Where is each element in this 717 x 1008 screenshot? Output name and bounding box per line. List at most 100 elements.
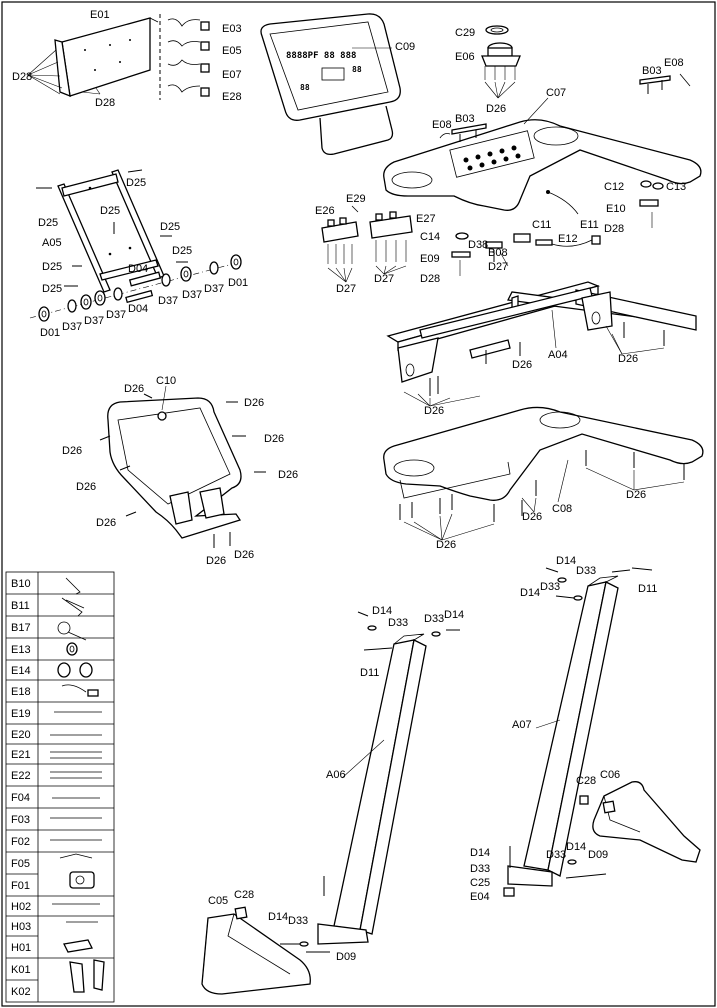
label-d33-a07-c: D33 <box>470 863 490 875</box>
label-c25: C25 <box>470 877 490 889</box>
label-d09-a06: D09 <box>336 951 356 963</box>
label-e27: E27 <box>416 213 436 225</box>
label-d14-a07-a: D14 <box>556 555 576 567</box>
label-d14-a06-b: D14 <box>444 609 464 621</box>
label-d14-a07-d: D14 <box>566 841 586 853</box>
label-d27-mid: D27 <box>488 261 508 273</box>
upper-frame-c07 <box>383 97 702 211</box>
table-row-label: B17 <box>11 622 31 634</box>
label-d26-a04-left: D26 <box>424 405 444 417</box>
label-d14-a07-c: D14 <box>470 847 490 859</box>
label-d33-a07-a: D33 <box>576 565 596 577</box>
button-strip-b03-right <box>639 73 691 94</box>
table-row-label: H01 <box>11 942 31 954</box>
table-row-label: E14 <box>11 665 31 677</box>
label-d37-d: D37 <box>158 295 178 307</box>
label-d26-c10-d: D26 <box>264 433 284 445</box>
washer-icon-e13 <box>66 642 78 656</box>
cable-icon-e18 <box>61 684 99 697</box>
label-c06: C06 <box>600 769 620 781</box>
label-d27-e27: D27 <box>374 273 394 285</box>
cable-icon-e21 <box>50 751 102 759</box>
hex-key-icon-b10 <box>65 577 81 595</box>
label-c13: C13 <box>666 181 686 193</box>
label-c28-c05: C28 <box>234 889 254 901</box>
label-e08-right: E08 <box>664 57 684 69</box>
label-d28-mid: D28 <box>420 273 440 285</box>
label-d25-d: D25 <box>160 221 180 233</box>
fasteners-c12-c13 <box>639 180 664 228</box>
svg-text:8888PF 88 888: 8888PF 88 888 <box>286 51 356 61</box>
label-d25-b: D25 <box>38 217 58 229</box>
label-d26-c08-left: D26 <box>436 539 456 551</box>
display-console-c09: 8888PF 88 888 88 88 <box>260 13 401 156</box>
button-block-e26 <box>321 217 359 283</box>
console-box-e01 <box>27 14 210 100</box>
table-row-label: E22 <box>11 770 31 782</box>
label-d37-e: D37 <box>182 289 202 301</box>
label-e10: E10 <box>606 203 626 215</box>
mid-frame-a04 <box>386 281 697 407</box>
label-d37-c: D37 <box>106 309 126 321</box>
table-row-label: H03 <box>11 921 31 933</box>
label-c09: C09 <box>395 41 415 53</box>
label-d26-a04-right: D26 <box>618 353 638 365</box>
label-e06: E06 <box>455 51 475 63</box>
label-c10: C10 <box>156 375 176 387</box>
label-e05: E05 <box>222 45 242 57</box>
label-d33-a06-b: D33 <box>424 613 444 625</box>
cable-icon-e22 <box>50 771 102 779</box>
label-d26-c10-i: D26 <box>206 555 226 567</box>
label-d26-c10-g: D26 <box>96 517 116 529</box>
label-c08: C08 <box>552 503 572 515</box>
hex-key-icon-b11 <box>61 597 85 617</box>
table-row-label: E13 <box>11 644 31 656</box>
table-row-label: E18 <box>11 686 31 698</box>
label-d26-c10-f: D26 <box>76 481 96 493</box>
accessory-table: B10B11B17E13E14E18E19E20E21E22F04F03F02F… <box>5 571 115 1003</box>
label-d25-f: D25 <box>172 245 192 257</box>
foot-cover-c05 <box>201 906 311 995</box>
label-d26-c10-e: D26 <box>278 469 298 481</box>
table-row-label: K02 <box>11 986 31 998</box>
label-b03-right: B03 <box>642 65 662 77</box>
label-d33-a07-d: D33 <box>546 849 566 861</box>
label-e29: E29 <box>346 193 366 205</box>
label-d26-c08-right: D26 <box>626 489 646 501</box>
label-d11-a07: D11 <box>638 583 657 595</box>
label-a06: A06 <box>326 769 346 781</box>
bracket-icon-h01 <box>63 939 93 953</box>
foot-cover-c06 <box>579 781 701 863</box>
label-d14-a06-a: D14 <box>372 605 392 617</box>
table-row-label: F04 <box>11 792 30 804</box>
label-d25-c: D25 <box>100 205 120 217</box>
label-c12: C12 <box>604 181 624 193</box>
label-b03-left: B03 <box>455 113 475 125</box>
label-e09: E09 <box>420 253 440 265</box>
label-d26-speaker: D26 <box>486 103 506 115</box>
label-d28-console: D28 <box>12 71 32 83</box>
label-c14: C14 <box>420 231 440 243</box>
bracket-icon-k01-k02 <box>69 959 105 993</box>
table-row-label: F05 <box>11 858 30 870</box>
roller-axle-assembly <box>29 254 242 322</box>
table-row-label: E21 <box>11 749 31 761</box>
frame-a05 <box>36 169 188 293</box>
label-d26-c10-a: D26 <box>124 383 144 395</box>
label-e01: E01 <box>90 9 110 21</box>
label-e04: E04 <box>470 891 490 903</box>
svg-text:88: 88 <box>352 65 362 74</box>
label-c28-c06: C28 <box>576 775 596 787</box>
upright-a07 <box>503 567 653 897</box>
table-row-label: F02 <box>11 836 30 848</box>
label-e11: E11 <box>580 219 599 231</box>
label-b08: B08 <box>488 247 508 259</box>
label-d37-b: D37 <box>84 315 104 327</box>
table-row-label: B10 <box>11 578 31 590</box>
label-a07: A07 <box>512 719 532 731</box>
label-d33-a06-c: D33 <box>288 915 308 927</box>
label-d26-c10-c: D26 <box>62 445 82 457</box>
wire-e11 <box>546 190 579 215</box>
